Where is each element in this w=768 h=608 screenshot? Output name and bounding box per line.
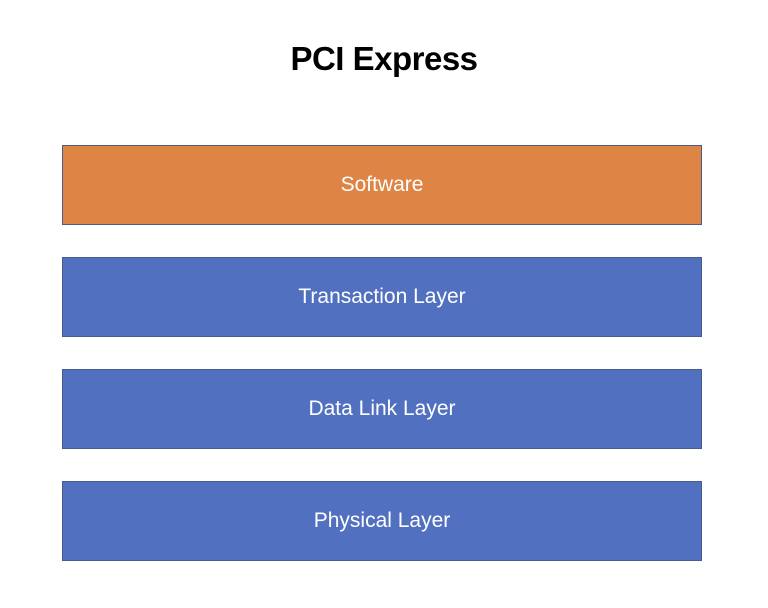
diagram-title: PCI Express	[290, 40, 478, 77]
layer-label: Transaction Layer	[298, 285, 466, 308]
layer-software: Software	[62, 145, 702, 225]
layer-label: Data Link Layer	[308, 397, 456, 420]
layer-label: Physical Layer	[313, 509, 451, 532]
layer-transaction: Transaction Layer	[62, 257, 702, 337]
layer-label: Software	[340, 173, 424, 196]
layer-data-link: Data Link Layer	[62, 369, 702, 449]
layer-physical: Physical Layer	[62, 481, 702, 561]
